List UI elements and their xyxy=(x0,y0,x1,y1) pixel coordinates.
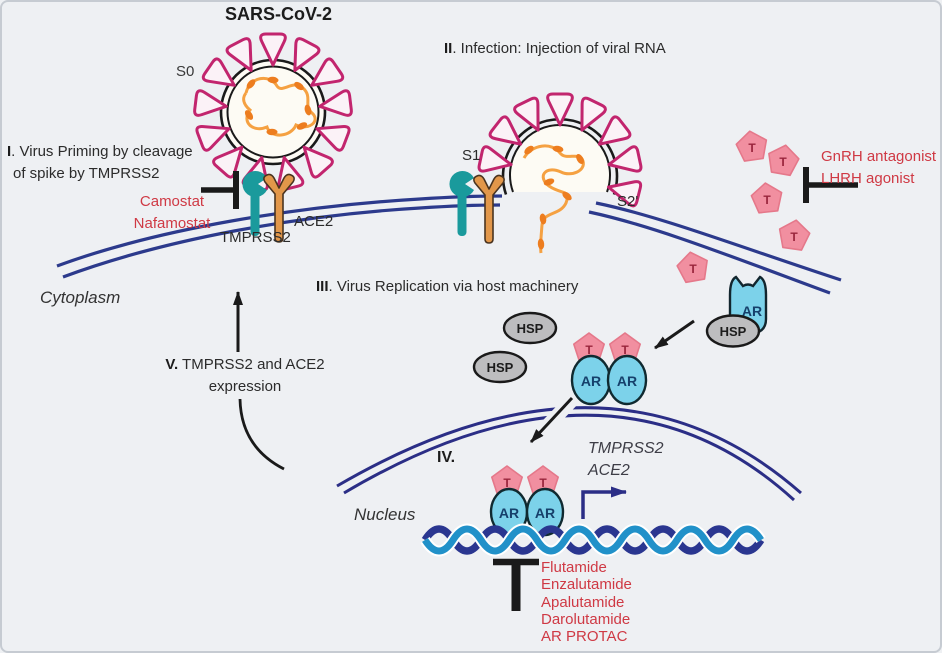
testosterone-label: T xyxy=(763,193,771,207)
hormonal-therapy-label: GnRH antagonist LHRH agonist xyxy=(821,148,937,187)
ar-dimer-cytoplasm: T T AR AR xyxy=(570,332,648,406)
arrow-to-ar-dimer-icon xyxy=(654,319,695,350)
dna-helix xyxy=(420,523,766,557)
testosterone-label: T xyxy=(790,230,798,244)
testosterone-label: T xyxy=(779,155,787,169)
ar-dimer-nucleus: T T AR AR xyxy=(489,465,565,537)
target-genes-label: TMPRSS2 ACE2 xyxy=(588,440,664,479)
inhibition-bar-antiandrogens-icon xyxy=(493,558,539,611)
step-iii-num: III xyxy=(316,278,329,295)
hsp-chaperone: HSP xyxy=(472,350,528,384)
ar-label: AR xyxy=(499,505,519,521)
testosterone-label: T xyxy=(621,343,629,357)
viral-rna xyxy=(242,76,317,137)
inhibition-bar-camostat-icon xyxy=(201,171,239,209)
hsp-chaperone: HSP xyxy=(502,311,558,345)
hsp-label: HSP xyxy=(720,324,747,339)
tmprss2-label: TMPRSS2 xyxy=(220,229,291,246)
ar-label: AR xyxy=(581,373,601,389)
s0-label: S0 xyxy=(176,63,195,80)
testosterone-label: T xyxy=(748,141,756,155)
step-v-label: V. TMPRSS2 and ACE2 expression xyxy=(165,356,325,395)
hsp-label: HSP xyxy=(517,321,544,336)
step-ii-label: II. Infection: Injection of viral RNA xyxy=(444,40,666,57)
cytoplasm-label: Cytoplasm xyxy=(40,288,121,307)
hsp-label: HSP xyxy=(487,360,514,375)
testosterone-molecules: T T T T T xyxy=(674,128,813,285)
tmprss2-protein xyxy=(449,171,474,236)
virus-particle-free xyxy=(192,32,354,193)
diagram-title: SARS-CoV-2 xyxy=(225,4,333,24)
virus-particle-fusing xyxy=(476,92,644,254)
transcription-arrow-icon xyxy=(581,486,627,519)
s1-label: S1 xyxy=(462,147,481,164)
arrow-nuclear-entry-icon xyxy=(529,396,574,444)
antiandrogen-drugs-label: Flutamide Enzalutamide Apalutamide Darol… xyxy=(541,559,632,646)
feedback-curve-icon xyxy=(238,398,285,471)
ar-label: AR xyxy=(617,373,637,389)
step-v-num: V. xyxy=(165,356,179,373)
step-i-label: I. Virus Priming by cleavage of spike by… xyxy=(7,143,193,182)
testosterone-label: T xyxy=(689,262,697,276)
inhibition-bar-gnrh-icon xyxy=(803,167,858,203)
nucleus-label: Nucleus xyxy=(354,505,416,524)
protease-inhibitors-label: Camostat Nafamostat xyxy=(133,193,211,232)
step-ii-num: II xyxy=(444,40,453,57)
ace2-label: ACE2 xyxy=(294,213,334,230)
nuclear-envelope xyxy=(336,406,802,502)
step-i-num: I xyxy=(7,143,12,160)
ar-label: AR xyxy=(535,505,555,521)
testosterone-label: T xyxy=(539,476,547,490)
testosterone-label: T xyxy=(503,476,511,490)
step-iii-label: III. Virus Replication via host machiner… xyxy=(316,278,579,295)
step-iv-label: IV. xyxy=(437,449,456,466)
s2prime-label: S2' xyxy=(617,193,639,210)
testosterone-label: T xyxy=(585,343,593,357)
injected-viral-rna xyxy=(522,144,585,254)
ar-label: AR xyxy=(742,303,762,319)
ar-hsp-complex: AR HSP xyxy=(705,275,768,348)
ace2-receptor xyxy=(473,174,505,244)
